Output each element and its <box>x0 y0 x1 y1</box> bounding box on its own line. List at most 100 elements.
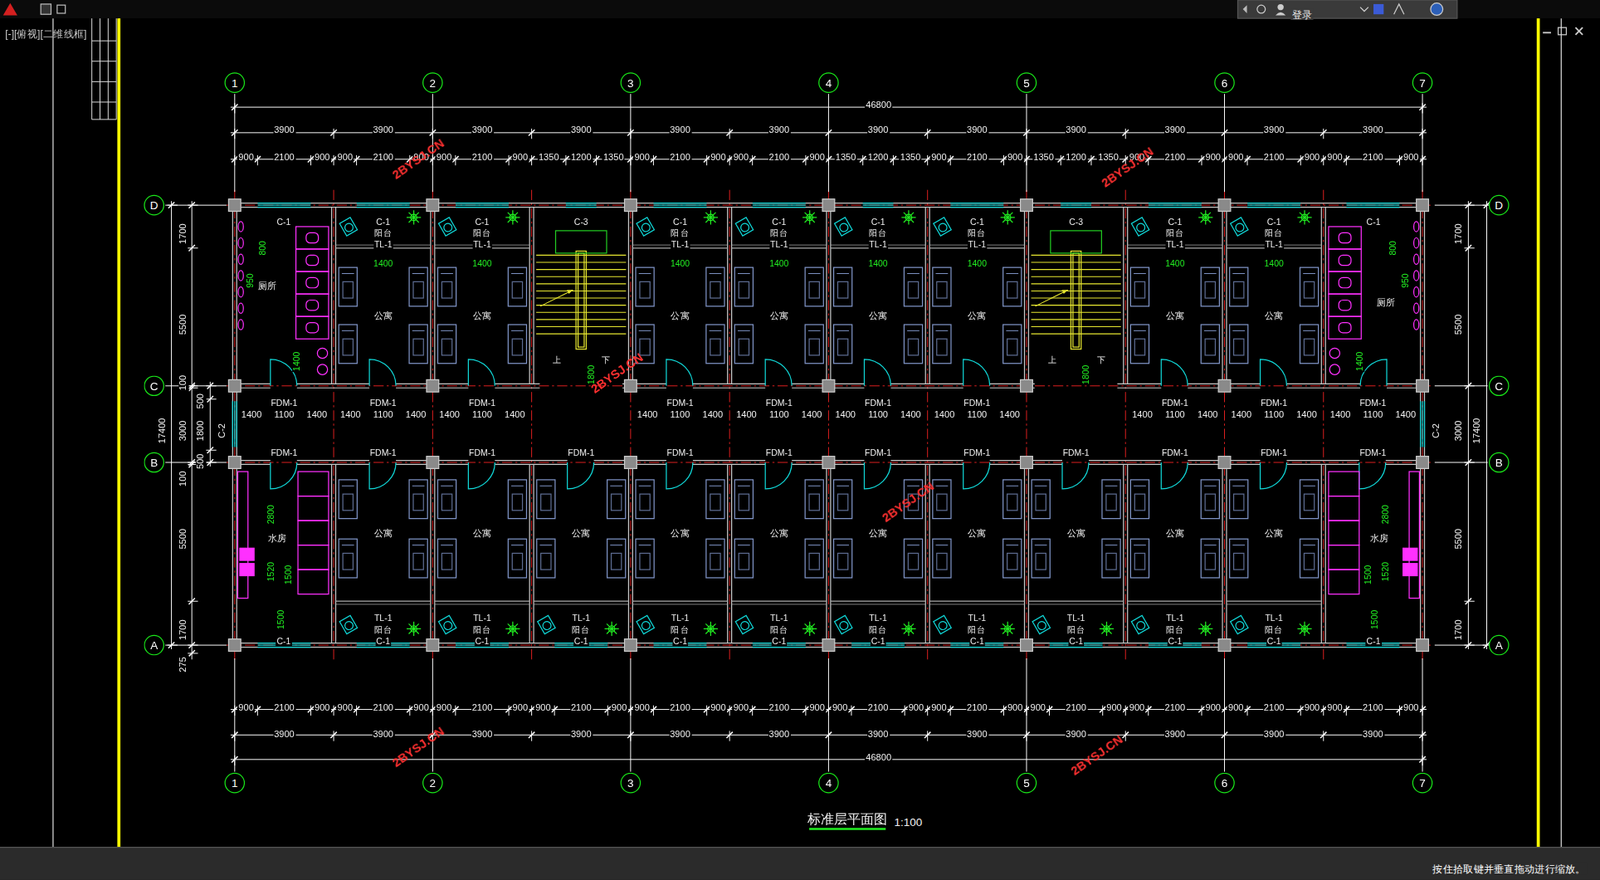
extension-line <box>1224 705 1225 716</box>
extension-line <box>310 705 312 716</box>
bed-pillow <box>1005 273 1019 274</box>
extension-line <box>454 705 456 716</box>
washing-machine <box>735 614 753 634</box>
washing-machine <box>1234 619 1245 631</box>
room: 公寓 <box>930 249 1024 384</box>
corridor-wall <box>494 463 567 465</box>
bed-quilt <box>710 338 721 356</box>
bed <box>706 538 725 578</box>
room-label: FDM-1 <box>1160 448 1190 458</box>
partition-wall <box>1122 463 1124 643</box>
washing-machine <box>438 217 456 236</box>
bed-quilt <box>710 281 721 298</box>
extension-line <box>1125 128 1127 139</box>
dimension-text: 500 <box>195 452 206 470</box>
dimension-text: 900 <box>1227 702 1245 713</box>
bed <box>1031 538 1050 578</box>
dimension-text: 1100 <box>1164 409 1186 420</box>
dimension-text: 900 <box>731 153 750 164</box>
bed <box>1229 538 1249 578</box>
stair-tread <box>536 318 626 320</box>
stair-tread <box>536 268 626 270</box>
axis-bubble: D <box>143 195 165 216</box>
window <box>950 204 1004 206</box>
toolbar-icon <box>1257 4 1266 14</box>
room-label: FDM-1 <box>863 398 893 408</box>
bed <box>437 538 456 578</box>
bed-quilt <box>441 281 452 298</box>
washing-machine <box>1230 614 1249 634</box>
door-swing <box>963 359 991 386</box>
axis-leader <box>1025 93 1027 192</box>
column <box>1020 199 1034 212</box>
stair-handrail <box>578 253 585 347</box>
bed <box>1229 324 1249 364</box>
bed-quilt <box>639 338 650 356</box>
bed-quilt <box>809 338 820 356</box>
column <box>228 456 241 469</box>
partition-wall <box>1024 207 1025 385</box>
room-label: C-1 <box>473 217 490 227</box>
stair-handrail <box>575 250 586 349</box>
title-block-line <box>116 18 118 120</box>
room-name: 公寓 <box>570 528 592 539</box>
stair-landing <box>556 230 607 254</box>
room: 公寓 <box>1029 463 1123 599</box>
extension-line <box>926 128 928 139</box>
balcony-wall <box>731 603 827 605</box>
window <box>752 206 806 208</box>
extension-line <box>926 155 928 166</box>
washing-machine <box>339 217 357 236</box>
extension-line <box>1060 155 1062 166</box>
extension-line <box>1200 705 1202 716</box>
dimension-text: 100 <box>178 469 189 488</box>
extension-line <box>234 155 235 166</box>
balcony-wall <box>434 600 530 602</box>
login-text: 登录 <box>1290 8 1313 20</box>
balcony-wall <box>632 600 727 602</box>
room-label: FDM-1 <box>765 448 794 458</box>
extension-line <box>1090 155 1092 166</box>
app-icon <box>3 3 18 16</box>
bed <box>1130 267 1149 307</box>
column <box>624 379 638 392</box>
partition-wall <box>825 463 827 643</box>
stair-tread <box>536 333 626 335</box>
plant <box>1004 214 1011 220</box>
room-label: C-1 <box>969 637 986 647</box>
extension-line <box>531 155 532 166</box>
room-label: FDM-1 <box>369 398 398 408</box>
bed <box>607 538 626 578</box>
bed-quilt <box>1007 493 1018 511</box>
partition-wall <box>429 207 431 385</box>
room-name: 公寓 <box>768 528 790 539</box>
toolbar-icon <box>1360 7 1369 12</box>
plant <box>905 625 912 632</box>
room-label: 阳台 <box>570 624 592 635</box>
washing-machine <box>537 614 556 634</box>
bed-quilt <box>639 493 650 511</box>
bed-pillow <box>1133 273 1147 274</box>
axis-line <box>432 190 434 662</box>
room: 公寓 <box>1227 249 1321 384</box>
window <box>1148 206 1202 208</box>
dimension-text: 2100 <box>867 702 890 713</box>
room-label: TL-1 <box>1263 613 1284 623</box>
window <box>565 206 597 208</box>
washing-machine <box>1230 614 1249 634</box>
window <box>1060 204 1092 206</box>
dimension-text: 3900 <box>1064 729 1088 740</box>
partition-wall <box>529 463 531 643</box>
squat-pan <box>306 254 319 265</box>
window <box>257 202 311 204</box>
toolbar-icon <box>57 4 66 14</box>
balcony-wall <box>1127 603 1223 605</box>
squat-pan <box>306 232 319 243</box>
drawing-title: 标准层平面图 <box>807 812 888 828</box>
dimension-text: 900 <box>1006 153 1025 164</box>
corridor-wall <box>1287 459 1360 461</box>
dimension-text: 900 <box>930 702 948 713</box>
axis-bubble: 1 <box>224 772 246 794</box>
plant <box>410 214 417 220</box>
bed-pillow <box>440 544 454 546</box>
